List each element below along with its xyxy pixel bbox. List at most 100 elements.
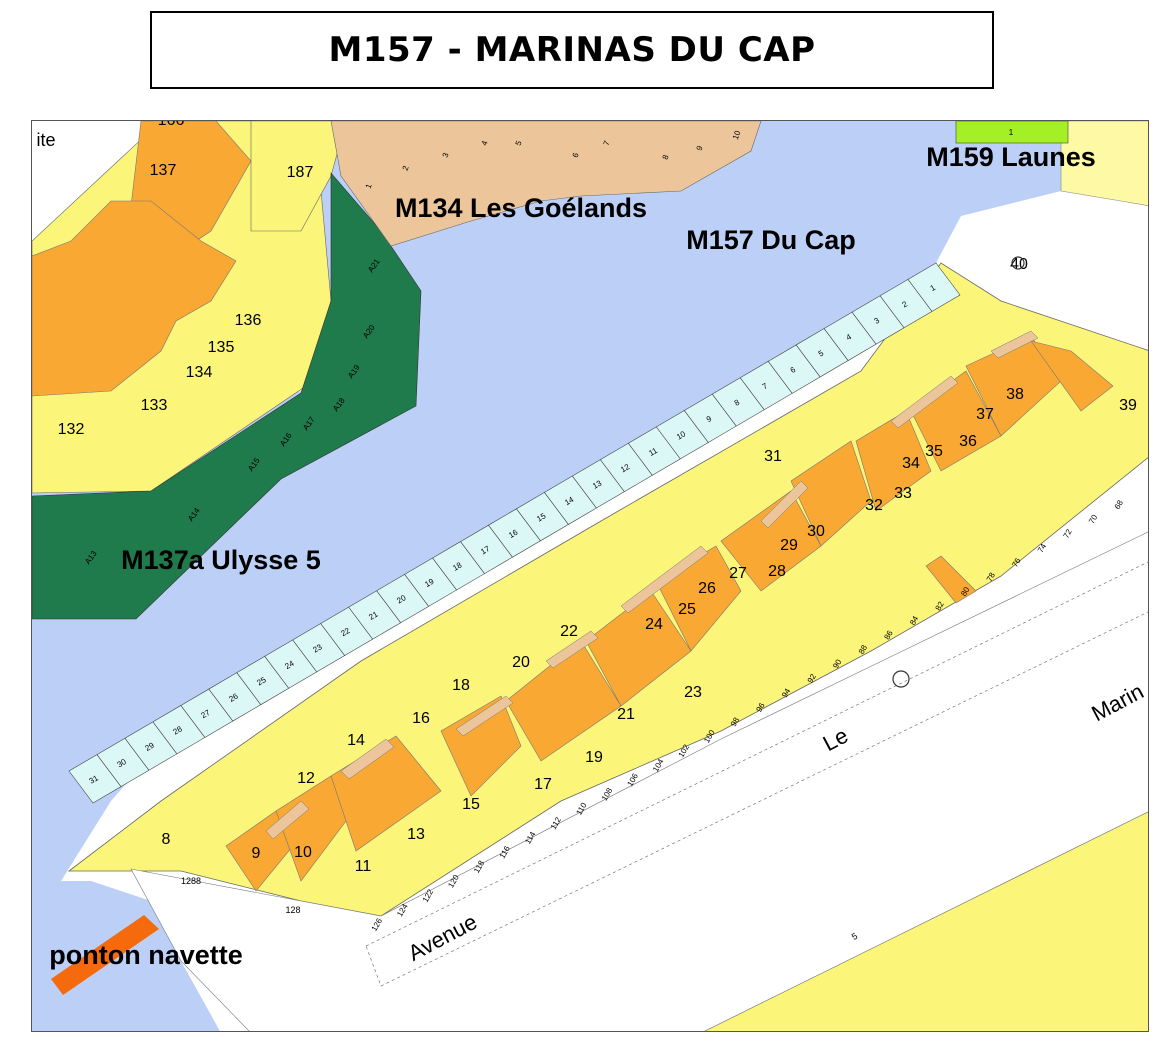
parcel-number: 25: [678, 601, 696, 618]
buildings-group: [225, 330, 1114, 892]
goelands-block: [330, 121, 762, 247]
west-parcel-number: 134: [186, 364, 213, 381]
orange-building[interactable]: [1030, 340, 1114, 412]
tan-building: [455, 695, 514, 737]
zone-label-launes: M159 Launes: [926, 142, 1096, 172]
berth-number: 5: [817, 348, 826, 358]
goelands-unit: 7: [602, 139, 612, 147]
west-building-row: [32, 200, 237, 397]
parcel-number: 9: [252, 845, 261, 862]
southeast-parcel: [704, 811, 1148, 1031]
tan-building: [340, 738, 395, 780]
west-parcel-number: 137: [150, 162, 177, 179]
map-title-box: M157 - MARINAS DU CAP: [150, 11, 994, 89]
west-parcel-number: 135: [208, 339, 235, 356]
parcel-number: 38: [1006, 386, 1024, 403]
parcel-number: 11: [355, 858, 372, 875]
berth-number: 1: [929, 283, 938, 293]
parcel-number: 26: [698, 580, 716, 597]
parcel-number: 12: [297, 770, 315, 787]
parcel-number: 36: [959, 433, 977, 450]
parcel-number: 33: [894, 485, 912, 502]
map-title: M157 - MARINAS DU CAP: [328, 30, 816, 70]
launes-green-lot: [955, 121, 1069, 144]
goelands-unit: 8: [661, 153, 671, 161]
parcel-number: 35: [925, 443, 943, 460]
parcel-number: 16: [412, 710, 430, 727]
parcel-number: 39: [1119, 397, 1137, 414]
parcel-number: 31: [764, 448, 782, 465]
water-body-south: [32, 881, 220, 1031]
parcel-number: 17: [534, 776, 552, 793]
goelands-unit: 1: [364, 182, 374, 190]
zone-label-ulysse: M137a Ulysse 5: [121, 545, 321, 575]
street-number: 68: [1113, 498, 1126, 511]
parcel-number: 19: [585, 749, 603, 766]
parcel-number: 20: [512, 654, 530, 671]
berth-number: 4: [845, 332, 854, 342]
misc-number-launes-1: 1: [1009, 128, 1014, 137]
zone-label-goelands: M134 Les Goélands: [395, 193, 647, 223]
parcel-number: 37: [976, 406, 994, 423]
tan-building: [545, 630, 599, 669]
edge-text-top-left: ite: [36, 130, 55, 150]
berth-number: 9: [705, 414, 714, 424]
orange-building[interactable]: [790, 440, 872, 547]
map-canvas: 3130292827262524232221201918171615141312…: [32, 121, 1148, 1031]
parcel-number: 27: [729, 565, 747, 582]
orange-building[interactable]: [440, 695, 522, 797]
avenue-lane: [365, 561, 1148, 987]
west-parcel-number: 166: [158, 121, 185, 129]
street-number: 72: [1062, 527, 1075, 540]
parcel-number: 28: [768, 563, 786, 580]
survey-marker-icon: [1011, 256, 1025, 270]
orange-building[interactable]: [855, 410, 932, 512]
tan-building: [620, 545, 709, 614]
tan-building: [990, 330, 1039, 359]
west-parcel-number: 136: [235, 312, 262, 329]
parcel-number: 21: [617, 706, 635, 723]
parcel-number: 8: [162, 831, 171, 848]
parcel-number: 18: [452, 677, 470, 694]
parcel-number: 29: [780, 537, 798, 554]
parcel-number: 24: [645, 616, 663, 633]
parcel-number: 22: [560, 623, 578, 640]
parcel-number: 32: [865, 497, 883, 514]
berth-number: 6: [789, 365, 798, 375]
misc-number-1288: 1288: [181, 876, 201, 886]
launes-yellow: [1060, 121, 1148, 206]
goelands-unit: 10: [731, 129, 743, 141]
ponton-navette-bar[interactable]: [51, 915, 159, 995]
avenue-road: [130, 531, 1148, 1031]
berth-number: 7: [761, 381, 770, 391]
west-parcel-number: 132: [58, 421, 85, 438]
parcel-number: 14: [347, 732, 365, 749]
zone-label-du-cap: M157 Du Cap: [686, 225, 856, 255]
water-body: [32, 121, 1121, 881]
survey-marker-icon: [892, 670, 910, 688]
goelands-unit: 2: [401, 164, 411, 172]
berth-slip[interactable]: [907, 262, 961, 312]
tan-building: [760, 480, 809, 529]
goelands-unit: 5: [514, 139, 524, 147]
berths-group: 3130292827262524232221201918171615141312…: [68, 262, 961, 804]
west-parcel-number: 187: [287, 164, 314, 181]
orange-building[interactable]: [925, 555, 977, 604]
parcel-number: 23: [684, 684, 702, 701]
parcel-number: 10: [294, 844, 312, 861]
berth-number: 8: [733, 397, 742, 407]
west-parcel-number: 133: [141, 397, 168, 414]
goelands-unit: 4: [480, 139, 490, 147]
street-number: 70: [1087, 513, 1100, 526]
goelands-unit: 9: [695, 144, 705, 152]
parcel-number: 30: [807, 523, 825, 540]
tan-building: [265, 800, 310, 840]
goelands-unit: 6: [571, 151, 581, 159]
goelands-unit: 3: [441, 151, 451, 159]
berth-number: 2: [901, 299, 910, 309]
parcel-number: 15: [462, 796, 480, 813]
west-parcel-187: [250, 121, 347, 232]
misc-number-5: 5: [850, 931, 859, 942]
zone-label-ponton: ponton navette: [49, 940, 243, 970]
